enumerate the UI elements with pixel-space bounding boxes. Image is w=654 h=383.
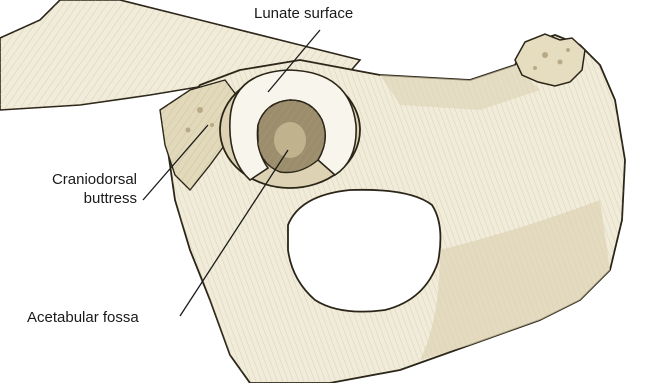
label-craniodorsal-line2: buttress	[27, 189, 137, 208]
label-lunate-surface: Lunate surface	[254, 4, 353, 23]
obturator-foramen	[288, 190, 440, 312]
label-acetabular-fossa: Acetabular fossa	[27, 308, 139, 327]
acetabulum	[220, 70, 360, 188]
label-craniodorsal-line1: Craniodorsal	[27, 170, 137, 189]
label-craniodorsal-buttress: Craniodorsal buttress	[27, 170, 137, 208]
